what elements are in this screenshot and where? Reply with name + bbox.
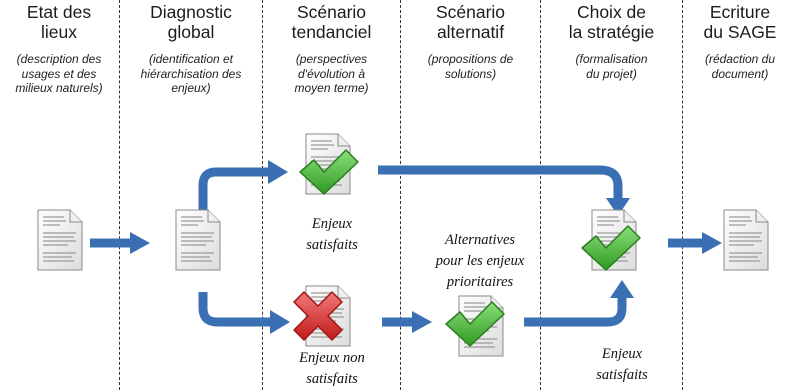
arrow-diagnostic-to-non-satisfaits [198,292,272,327]
arrow-alternatif-to-choix [524,294,627,327]
arrow-diagnostic-to-satisfaits [198,167,270,212]
document-icon [37,209,83,271]
document-icon [175,209,221,271]
column-separator-5 [682,0,683,390]
document-icon [723,209,769,271]
column-separator-2 [262,0,263,390]
column-separator-1 [119,0,120,390]
column-separator-3 [400,0,401,390]
column-separator-4 [540,0,541,390]
arrow-satisfaits-to-choix [378,165,623,200]
